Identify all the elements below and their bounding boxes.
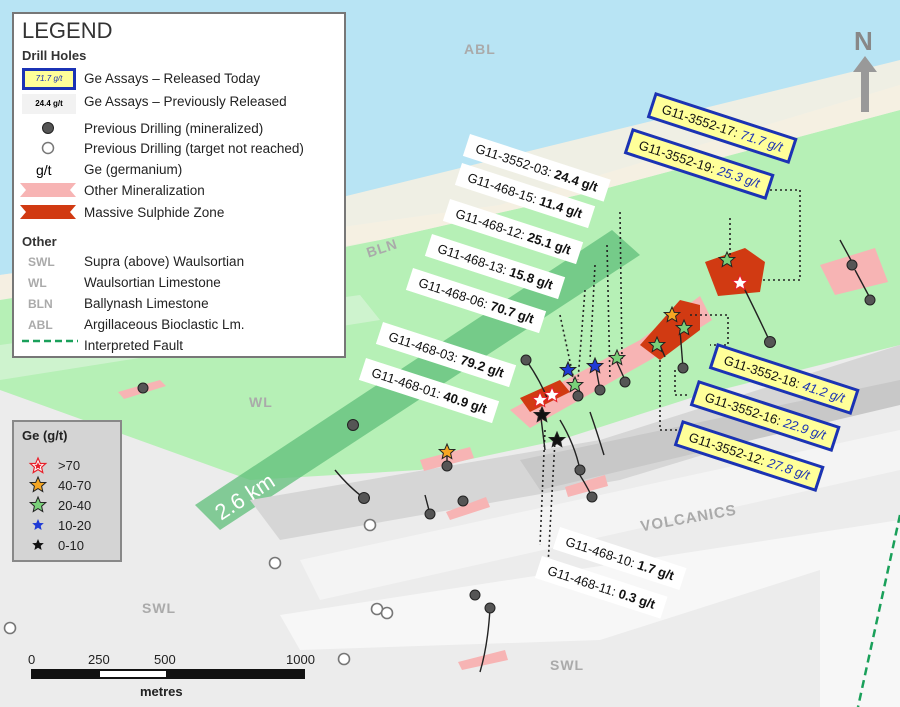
- ge-legend-title: Ge (g/t): [22, 428, 68, 443]
- drill-holes-mineralized: [137, 259, 876, 614]
- legend-today-label: Ge Assays – Released Today: [84, 71, 261, 86]
- scale-tick-0: 0: [28, 652, 36, 667]
- legend-gt-label: Ge (germanium): [84, 162, 183, 177]
- unit-label-abl: Argillaceous Bioclastic Lm.: [84, 317, 245, 332]
- unit-abbr-bln: BLN: [28, 297, 53, 311]
- legend-prev-label: Ge Assays – Previously Released: [84, 94, 287, 109]
- ge-class-40-70: 40-70: [58, 478, 92, 493]
- bln-area: [330, 60, 900, 250]
- swl-lower-strip: [300, 430, 900, 600]
- massive-sulphide-icon: [20, 205, 76, 219]
- label-swl-left: SWL: [142, 600, 177, 616]
- fault-line-icon: [22, 339, 78, 343]
- legend-panel: LEGEND Drill Holes 71.7 g/t Ge Assays – …: [12, 12, 346, 358]
- prev-sample-box: 24.4 g/t: [22, 94, 76, 114]
- other-mineralization-icon: [20, 183, 76, 197]
- north-label: N: [854, 26, 873, 56]
- gt-symbol: g/t: [36, 162, 52, 178]
- volcanic-band: [250, 345, 900, 540]
- scale-tick-1000: 1000: [286, 652, 315, 667]
- unit-abbr-swl: SWL: [28, 255, 55, 269]
- unit-abbr-wl: WL: [28, 276, 47, 290]
- unit-label-swl: Supra (above) Waulsortian: [84, 254, 245, 269]
- star-0-10-icon: [32, 539, 44, 550]
- legend-other-mineralization-label: Other Mineralization: [84, 183, 205, 198]
- other-heading: Other: [22, 234, 57, 249]
- legend-title: LEGEND: [22, 18, 113, 43]
- star-gt70-icon: [28, 456, 48, 474]
- legend-fault-label: Interpreted Fault: [84, 338, 184, 353]
- ge-class-10-20: 10-20: [58, 518, 92, 533]
- drill-holes-heading: Drill Holes: [22, 48, 87, 63]
- not-reached-hole-icon: [41, 141, 55, 155]
- scale-tick-250: 250: [88, 652, 110, 667]
- north-arrow: N: [848, 26, 884, 112]
- label-wl: WL: [249, 394, 273, 410]
- unit-label-wl: Waulsortian Limestone: [84, 275, 221, 290]
- scale-bar-graphic: [31, 669, 305, 679]
- north-arrow-icon: [853, 56, 877, 112]
- scale-unit: metres: [140, 684, 183, 699]
- swl-lower-strip-2: [280, 520, 900, 707]
- drill-holes-target-not-reached: [3, 518, 394, 666]
- ge-class-gt70: >70: [58, 458, 81, 473]
- scale-tick-500: 500: [154, 652, 176, 667]
- mineralized-hole-icon: [42, 122, 54, 134]
- star-20-40-icon: [28, 495, 48, 513]
- ge-class-20-40: 20-40: [58, 498, 92, 513]
- star-40-70-icon: [28, 475, 48, 493]
- legend-massive-sulphide-label: Massive Sulphide Zone: [84, 205, 225, 220]
- scale-bar: 0 250 500 1000 metres: [28, 652, 320, 702]
- interpreted-fault: [856, 514, 900, 707]
- legend-mineralized-label: Previous Drilling (mineralized): [84, 121, 264, 136]
- ge-legend-panel: Ge (g/t) >70 40-70 20-40 10-20 0-10: [12, 420, 122, 562]
- legend-not-reached-label: Previous Drilling (target not reached): [84, 141, 304, 156]
- ge-class-0-10: 0-10: [58, 538, 85, 553]
- unit-label-bln: Ballynash Limestone: [84, 296, 209, 311]
- label-abl: ABL: [464, 41, 496, 57]
- unit-abbr-abl: ABL: [28, 318, 53, 332]
- today-sample-box: 71.7 g/t: [22, 68, 76, 90]
- star-10-20-icon: [32, 519, 44, 530]
- label-swl-bottom: SWL: [550, 657, 585, 673]
